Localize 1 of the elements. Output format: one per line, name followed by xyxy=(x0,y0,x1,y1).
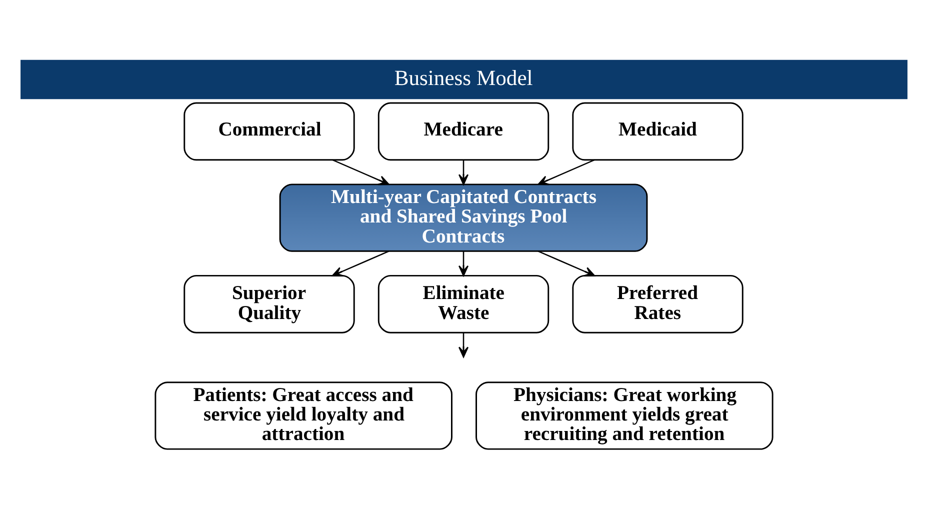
diagram-title: Business Model xyxy=(394,66,533,90)
